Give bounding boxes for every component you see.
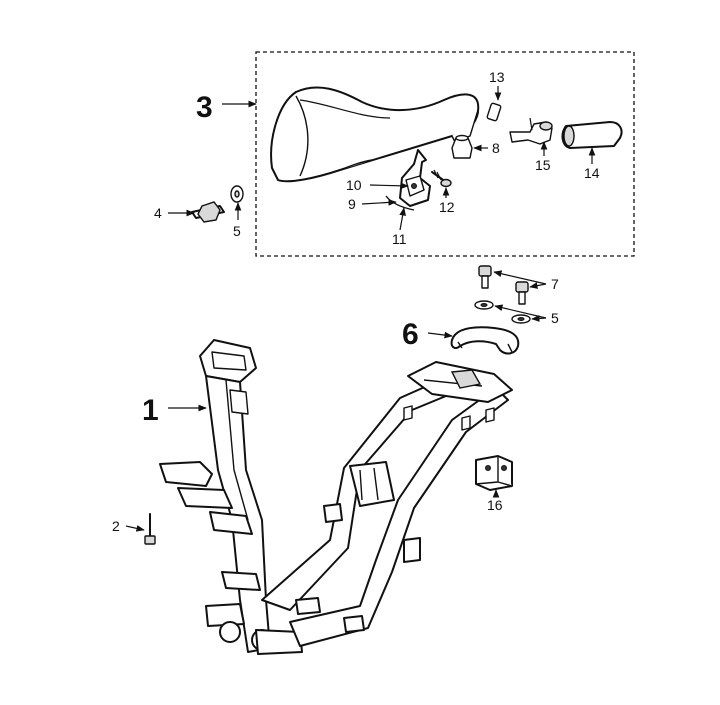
callout-14: 14 <box>584 165 600 181</box>
part-4-bolt <box>191 201 225 223</box>
seat-assembly-group-box <box>255 51 635 257</box>
part-seat <box>270 86 480 183</box>
part-15-hinge <box>509 117 553 145</box>
part-1-frame <box>159 339 513 655</box>
callout-1: 1 <box>142 394 159 427</box>
part-12-screw <box>431 169 452 188</box>
callout-15: 15 <box>535 157 551 173</box>
part-7-bolts <box>478 265 529 305</box>
part-14-cover <box>561 121 623 149</box>
part-13-clip <box>486 102 502 122</box>
callout-12: 12 <box>439 199 455 215</box>
leader-lines <box>125 86 596 532</box>
callout-11: 11 <box>392 231 407 247</box>
callout-2: 2 <box>112 518 120 534</box>
callout-3: 3 <box>196 91 213 124</box>
callout-9: 9 <box>348 196 356 212</box>
part-8-buffer <box>451 134 473 159</box>
callout-4: 4 <box>154 205 162 221</box>
part-5-washer-left <box>230 185 244 203</box>
callout-10: 10 <box>346 177 362 193</box>
part-6-handle <box>450 326 520 355</box>
callout-13: 13 <box>489 69 505 85</box>
callout-5-right: 5 <box>551 310 559 326</box>
part-5-washers-right <box>474 300 531 324</box>
callout-16: 16 <box>487 497 503 513</box>
callout-8: 8 <box>492 140 500 156</box>
part-16-bracket <box>475 455 513 491</box>
callout-7: 7 <box>551 276 559 292</box>
part-2-bolt <box>144 513 156 545</box>
callout-6: 6 <box>402 318 419 351</box>
part-11-seat-latch <box>385 149 431 211</box>
callout-5-left: 5 <box>233 223 241 239</box>
